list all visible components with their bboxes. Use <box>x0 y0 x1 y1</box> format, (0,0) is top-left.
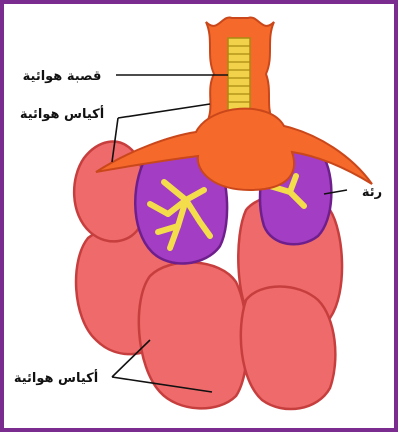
label-air-sacs-top: أكياس هوائية <box>20 105 104 122</box>
label-air-sacs-bottom: أكياس هوائية <box>14 369 98 386</box>
label-trachea: قصبة هوائية <box>23 69 102 84</box>
label-lung: رئة <box>362 185 382 200</box>
air-sac-lower-right-2 <box>241 287 336 410</box>
air-sac-lower-left-2 <box>139 262 247 408</box>
